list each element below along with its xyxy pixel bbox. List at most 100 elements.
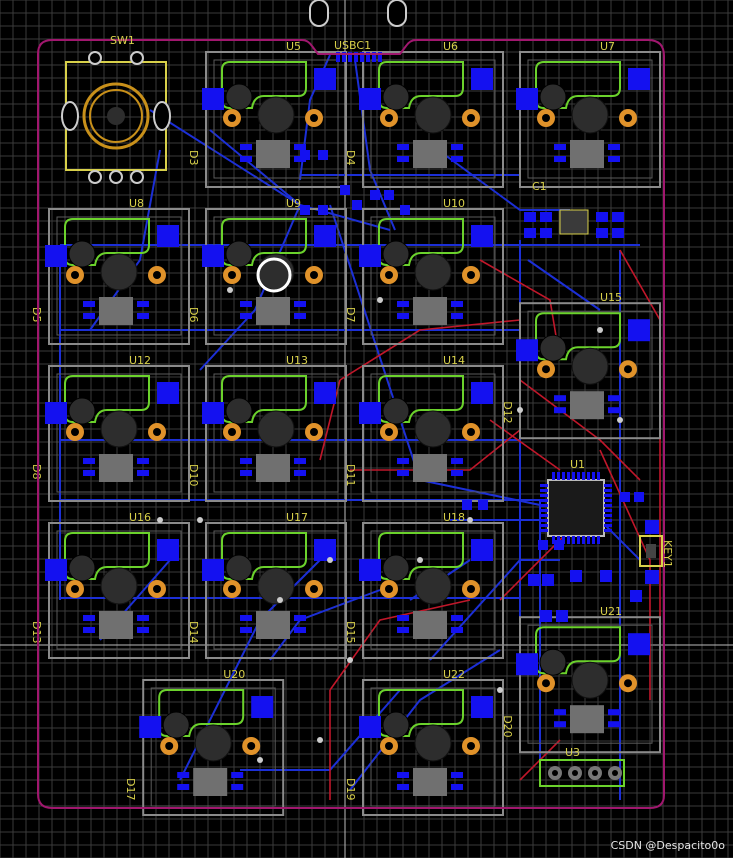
key-outline (213, 530, 339, 650)
key-pin-hole (382, 554, 410, 582)
led-pad (294, 301, 306, 307)
switch-pin (109, 170, 123, 184)
key-pth-drill (310, 428, 318, 436)
smd-pad (540, 228, 552, 238)
key-outline (370, 530, 496, 650)
mcu-pin (540, 529, 548, 532)
smd-pad (478, 500, 488, 510)
key-footprint: U7 (516, 40, 661, 188)
led-pad (177, 772, 190, 778)
key-outline (213, 59, 339, 179)
key-pin-hole (68, 554, 96, 582)
led-pad (451, 313, 463, 319)
top-copper-trace (339, 319, 521, 381)
via (417, 557, 423, 563)
mcu-pin (540, 489, 548, 492)
diode-ref-label: D5 (30, 307, 43, 322)
key-smd-pad (157, 539, 179, 561)
key-smd-pad (251, 696, 274, 718)
header-drill (572, 770, 578, 776)
key-fab-outline (535, 61, 621, 109)
switch-pin (130, 51, 144, 65)
key-ref-label: U14 (443, 354, 465, 367)
key-courtyard (205, 365, 347, 502)
smd-pad (612, 228, 624, 238)
led-pad (397, 615, 409, 621)
key-pth-drill (385, 271, 393, 279)
via (257, 757, 263, 763)
key-outline (56, 216, 182, 336)
key-smd-pad (516, 339, 538, 362)
diode-ref-label: D3 (187, 150, 200, 165)
mcu-pin (604, 524, 612, 527)
led-pad (137, 458, 149, 464)
key-center-hole (194, 724, 232, 762)
top-copper-trace (519, 379, 641, 481)
key-smd-pad (157, 225, 179, 247)
led-pad (397, 313, 409, 319)
led-pad (397, 156, 409, 162)
key-pin-hole (539, 83, 567, 111)
key-smd-pad (202, 402, 224, 424)
led-pad (451, 156, 463, 162)
mcu-pin (604, 494, 612, 497)
key-ref-label: U10 (443, 197, 465, 210)
top-copper-trace (489, 419, 561, 471)
key-smd-pad (359, 559, 381, 581)
led-pad (231, 772, 244, 778)
usb-shield-slot (309, 0, 329, 27)
key-fab-outline (221, 532, 307, 580)
led-body (256, 297, 290, 325)
key-ref-label: U16 (129, 511, 151, 524)
led-pad (397, 144, 409, 150)
key-smd-pad (359, 245, 381, 267)
key-smd-pad (628, 319, 650, 342)
smd-pad (600, 570, 612, 582)
key-pin-hole (539, 648, 567, 676)
key-courtyard (205, 208, 347, 345)
led-pad (240, 144, 252, 150)
key-smd-pad (471, 539, 493, 561)
led-pad (451, 627, 463, 633)
led-pad (397, 627, 409, 633)
key-fab-outline (378, 532, 464, 580)
key-ref-label: U12 (129, 354, 151, 367)
via (467, 517, 473, 523)
led-pad (397, 470, 409, 476)
switch-pin (130, 170, 144, 184)
smd-pad (630, 590, 642, 602)
led-body (256, 454, 290, 482)
led-pad (608, 709, 620, 716)
key-pin-hole (68, 240, 96, 268)
key-smd-pad (202, 559, 224, 581)
led-pad (294, 144, 306, 150)
led-pad (451, 301, 463, 307)
board-outline (37, 39, 665, 809)
key-smd-pad (516, 653, 538, 676)
led-pad (451, 615, 463, 621)
key-pin-hole (539, 334, 567, 362)
key-ref-label: U13 (286, 354, 308, 367)
led-pad (294, 627, 306, 633)
key-smd-pad (139, 716, 162, 738)
connector-ref-label: U3 (565, 746, 580, 759)
key-outline (213, 373, 339, 493)
key-pth-drill (385, 585, 393, 593)
switch-ref-label: SW1 (110, 34, 135, 47)
mcu-pin (552, 472, 555, 480)
led-pad (294, 313, 306, 319)
key-ref-label: U20 (223, 668, 245, 681)
key-smd-pad (359, 716, 381, 738)
led-pad (83, 458, 95, 464)
smd-pad (554, 540, 564, 550)
led-pad (451, 470, 463, 476)
key-courtyard (362, 51, 504, 188)
